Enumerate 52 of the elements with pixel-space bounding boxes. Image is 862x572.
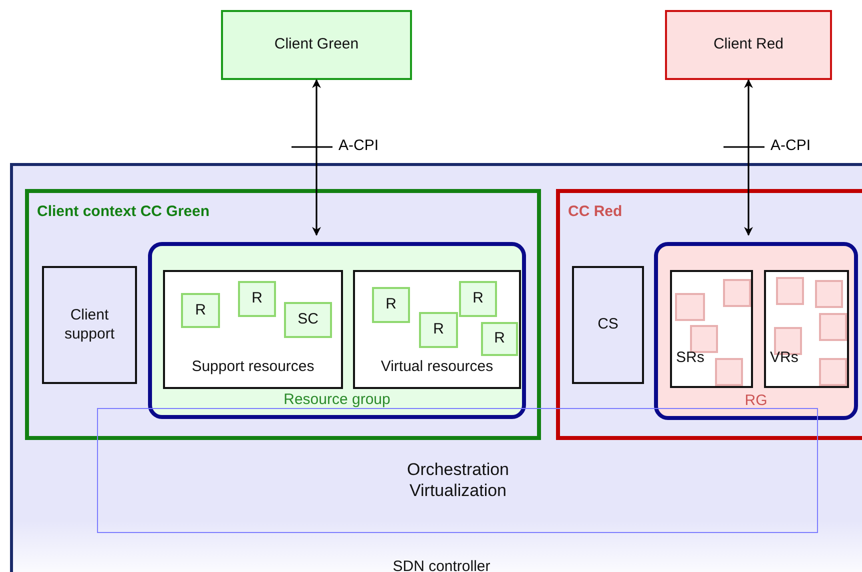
node-label: SC [296, 310, 320, 330]
panel-label: VRs [770, 349, 798, 368]
node-label: Client support [63, 306, 116, 344]
double-arrow [312, 79, 321, 236]
resource-box [481, 322, 518, 356]
resource-box [238, 281, 276, 317]
node-label: R [250, 290, 264, 308]
resource-box [675, 293, 705, 321]
group-label: Resource group [282, 391, 392, 410]
client-context-box [25, 189, 541, 440]
resource-group-box [148, 242, 526, 419]
resource-group-box [654, 242, 858, 420]
resources-panel [163, 270, 343, 389]
controller-label: SDN controller [392, 558, 492, 572]
node-label: CS [596, 316, 620, 334]
resource-box [715, 358, 743, 386]
client-box [665, 10, 832, 80]
context-title: Client context CC Green [37, 203, 210, 222]
resource-box [372, 287, 410, 323]
resource-box [459, 281, 497, 317]
resource-box [181, 293, 220, 328]
controller-panel [10, 163, 862, 572]
client-box [221, 10, 412, 80]
client-support-box [572, 266, 644, 384]
resource-box [723, 279, 751, 307]
group-label: RG [744, 392, 768, 411]
resource-box [776, 277, 804, 305]
node-label: Client Red [712, 36, 785, 54]
node-label: R [384, 296, 398, 314]
resource-box [690, 325, 718, 353]
double-arrow [744, 79, 753, 236]
panel-label: Support resources [190, 358, 316, 377]
node-label: Client Green [273, 36, 360, 54]
resources-panel [764, 270, 849, 388]
client-support-box [42, 266, 137, 384]
node-label: R [194, 301, 207, 320]
resources-panel [670, 270, 753, 388]
resource-box [815, 280, 843, 308]
client-context-box [556, 189, 862, 440]
orchestration-label: Orchestration Virtualization [406, 459, 510, 502]
resource-box [419, 312, 458, 348]
panel-label: SRs [676, 349, 704, 368]
node-label: R [432, 320, 445, 340]
resource-box [819, 358, 847, 386]
node-label: R [493, 330, 506, 348]
context-title: CC Red [568, 203, 622, 222]
resource-box [819, 313, 847, 341]
resource-box [284, 302, 332, 338]
panel-label: Virtual resources [380, 358, 494, 377]
resources-panel [353, 270, 521, 389]
node-label: R [472, 290, 484, 308]
orchestration-box [97, 408, 818, 533]
